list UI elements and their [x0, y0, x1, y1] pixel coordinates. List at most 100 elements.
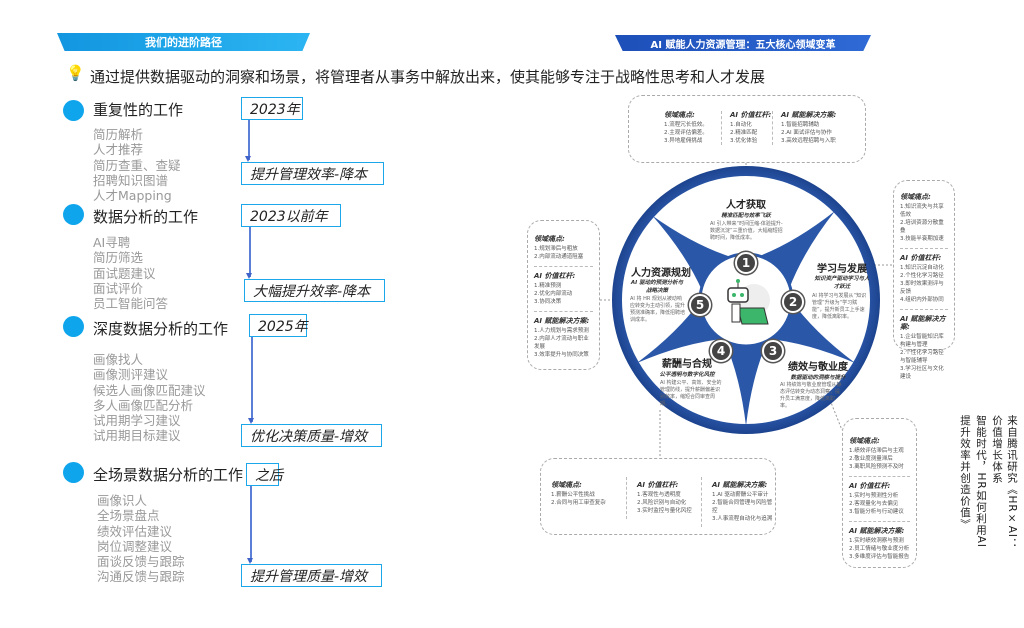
- petal-desc: AI 将学习与发展从“知识管理”升级为“学习赋能”，提升新员工上手速度，降低离职…: [812, 293, 867, 320]
- pain-label: 领域痛点:: [849, 437, 880, 445]
- bullet: 1.企业智能知识库构建与管理: [900, 334, 944, 348]
- item: 画像识人: [97, 493, 148, 508]
- robot-icon: [727, 279, 770, 325]
- source-line-2: 智能时代，HR如何利用AI: [975, 415, 987, 548]
- node-1: 1: [735, 252, 757, 274]
- source-line-3: 提升效率并创造价值》: [959, 415, 971, 530]
- wheel-diagram: [612, 166, 880, 434]
- bullet: 3.学习社区与文化建设: [900, 366, 944, 380]
- bullet: 3.技能半衰期加速: [900, 236, 944, 242]
- outcome-tag: 提升管理质量-增效: [241, 564, 382, 587]
- bullet: 3.离职风险预测不及时: [849, 464, 904, 470]
- bullet: 2.敬业度测量滞后: [849, 456, 893, 462]
- lever-label: AI 价值杠杆:: [849, 482, 891, 490]
- section-dot: [63, 204, 84, 225]
- bullet: 2.优化内部流动: [534, 291, 573, 297]
- arrow: [246, 227, 252, 279]
- item: 人才Mapping: [93, 188, 172, 204]
- bullet: 3.异地雇佣挑战: [664, 138, 703, 144]
- path-banner: 我们的进阶路径: [57, 33, 310, 51]
- bullet: 3.智能分析与行动建议: [849, 509, 904, 515]
- divider: [534, 266, 593, 267]
- petal-title: 学习与发展: [817, 264, 867, 275]
- section-dot: [63, 316, 84, 337]
- bullet: 1.人力规划与需求预测: [534, 328, 589, 334]
- pain-col: 领域痛点: 1.薪酬公平性挑战 2.合同与用工审查复杂: [551, 481, 606, 507]
- solution-label: AI 赋能解决方案:: [900, 315, 946, 331]
- bullet: 2.智能合同管理与风险管控: [712, 500, 773, 514]
- item: AI寻聘: [93, 235, 131, 250]
- item: 沟通反馈与跟踪: [97, 569, 185, 585]
- pain-col: 领域痛点:1.流程冗长低效。2.主观评估偏差。3.异地雇佣挑战: [664, 111, 708, 145]
- divider: [900, 248, 948, 249]
- item: 面试评价: [93, 280, 144, 296]
- item: 试用期学习建议: [93, 413, 181, 429]
- lever-label: AI 价值杠杆:: [637, 481, 679, 489]
- bullet: 1.AI 驱动薪酬公平审计: [712, 492, 769, 498]
- item: 岗位调整建议: [97, 538, 173, 554]
- node-2: 2: [782, 291, 804, 313]
- section-dot: [63, 462, 84, 483]
- item: 候选人画像匹配建议: [93, 382, 206, 398]
- bullet: 2.AI 面试评估与协作: [781, 130, 832, 136]
- item: 画像找人: [93, 352, 144, 367]
- petal-title: 绩效与敬业度: [788, 362, 848, 373]
- intro-text: 通过提供数据驱动的洞察和场景，将管理者从事务中解放出来，使其能够专注于战略性思考…: [90, 68, 766, 86]
- petal-subtitle: AI 驱动的预测分析与战略决策: [630, 280, 684, 294]
- item: 简历筛选: [93, 250, 144, 266]
- solution-label: AI 赋能解决方案:: [712, 481, 768, 489]
- section-title: 深度数据分析的工作: [93, 320, 229, 338]
- petal-desc: AI 引入带来“时间压缩-体验提升-数据沉淀”三重价值，大幅缩短招聘时间，降低成…: [710, 221, 783, 241]
- section-items: 画像识人全场景盘点绩效评估建议岗位调整建议面谈反馈与跟踪沟通反馈与跟踪: [97, 493, 185, 585]
- bullet: 1.流程冗长低效。: [664, 122, 708, 128]
- time-tag: 2023以前年: [241, 204, 341, 227]
- solution-label: AI 赋能解决方案:: [534, 317, 590, 325]
- lever-label: AI 价值杠杆:: [900, 254, 942, 262]
- petal-title: 人才获取: [726, 200, 766, 211]
- node-4: 4: [710, 340, 732, 362]
- bullet: 1.精准预测: [534, 283, 562, 289]
- petal-desc: AI 将绩效与敬业度管理从静态评估转变为动态洞察，提升员工满意度，降低离职率。: [780, 382, 842, 409]
- item: 试用期目标建议: [93, 428, 181, 444]
- bullet: 3.实时监控与量化风控: [637, 508, 692, 514]
- box-talent-acquisition: 领域痛点:1.流程冗长低效。2.主观评估偏差。3.异地雇佣挑战 AI 价值杠杆:…: [628, 95, 866, 163]
- bullet: 1.知识沉淀自动化: [900, 265, 944, 271]
- bullet: 2.培训资源分散重叠: [900, 220, 944, 234]
- section-items: 简历解析人才推荐简历查重、查疑招聘知识图谱人才Mapping: [93, 127, 181, 203]
- wheel-spoke: [723, 337, 769, 426]
- petal-title: 人力资源规划: [631, 268, 691, 279]
- diagram-banner: AI 赋能人力资源管理：五大核心领域变革: [615, 35, 871, 51]
- petal-desc: AI 将 HR 规划从被动响应转变为主动引领，提升预测准确率，降低招聘培训成本。: [630, 296, 686, 323]
- lightbulb-icon: 💡: [66, 64, 85, 82]
- pain-label: 领域痛点:: [551, 481, 582, 489]
- bullet: 3.人事流程自动化与追溯: [712, 516, 773, 522]
- petal-subtitle: 数据驱动的洞察与提升: [790, 375, 846, 381]
- divider: [849, 521, 910, 522]
- section-items: AI寻聘简历筛选面试题建议面试评价员工智能问答: [93, 235, 168, 311]
- time-tag: 2023年: [241, 97, 303, 120]
- arrow: [245, 120, 251, 162]
- bullet: 1.规划滞后与粗放: [534, 246, 578, 252]
- outcome-tag: 优化决策质量-增效: [241, 424, 382, 447]
- lever-label: AI 价值杠杆:: [534, 272, 576, 280]
- item: 面谈反馈与跟踪: [97, 554, 185, 570]
- bullet: 2.精准匹配: [730, 130, 758, 136]
- bullet: 2.员工情绪与敬业度分析: [849, 546, 910, 552]
- divider: [900, 309, 948, 310]
- petal-subtitle: 精准匹配与效率飞跃: [721, 213, 771, 219]
- section-dot: [63, 100, 84, 121]
- pain-label: 领域痛点:: [534, 235, 565, 243]
- bullet: 1.薪酬公平性挑战: [551, 492, 595, 498]
- solution-label: AI 赋能解决方案:: [781, 111, 837, 119]
- bullet: 4.组织内外部协同: [900, 297, 944, 303]
- petal-desc: AI 构建公平、高效、安全的管理防线，提升薪酬偏差识别效率，缩短合同审查周期。: [660, 380, 722, 407]
- item: 招聘知识图谱: [93, 172, 169, 188]
- item: 员工智能问答: [93, 296, 169, 312]
- bullet: 2.合同与用工审查复杂: [551, 500, 606, 506]
- item: 简历解析: [93, 127, 144, 142]
